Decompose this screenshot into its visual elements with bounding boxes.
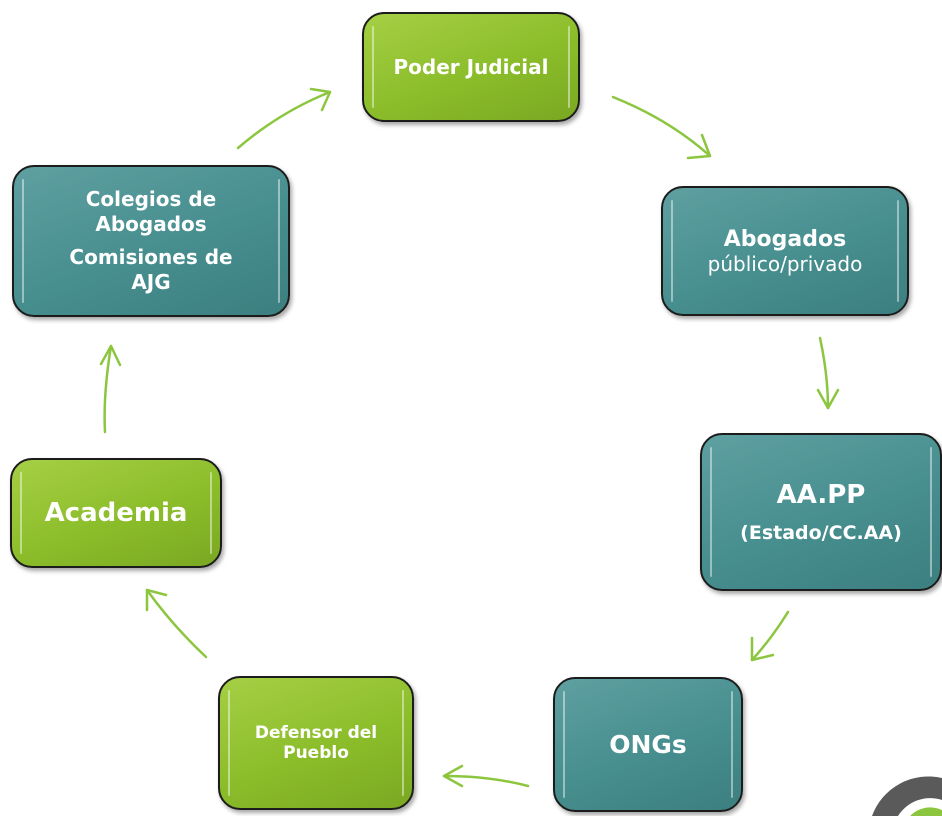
node-abogados-subtitle: público/privado <box>707 251 863 276</box>
node-defensor-line2: Pueblo <box>283 743 349 763</box>
node-aapp-title: AA.PP <box>776 480 866 510</box>
node-aapp-subtitle: (Estado/CC.AA) <box>740 522 902 544</box>
arrow-colegios-to-poder <box>236 87 332 150</box>
arrow-aapp-to-ongs <box>750 610 790 662</box>
arrow-academia-to-colegios <box>99 344 122 434</box>
arrow-abogados-to-aapp <box>816 336 840 410</box>
node-colegios-line2: Abogados <box>95 212 207 236</box>
node-academia: Academia <box>10 458 222 568</box>
node-poder-judicial: Poder Judicial <box>362 12 580 122</box>
node-abogados: Abogados público/privado <box>661 186 909 316</box>
node-academia-label: Academia <box>44 498 188 528</box>
node-abogados-title: Abogados <box>723 226 847 252</box>
node-ongs: ONGs <box>553 677 743 812</box>
node-poder-judicial-label: Poder Judicial <box>393 55 549 79</box>
node-colegios-de-abogados: Colegios de Abogados Comisiones de AJG <box>12 165 290 317</box>
arrow-ongs-to-defensor <box>442 764 530 788</box>
node-colegios-line1: Colegios de <box>85 187 217 211</box>
node-aapp: AA.PP (Estado/CC.AA) <box>700 433 942 591</box>
node-ongs-label: ONGs <box>609 730 687 759</box>
node-defensor-del-pueblo: Defensor del Pueblo <box>218 676 414 810</box>
node-colegios-line3: Comisiones de <box>69 245 233 269</box>
node-defensor-line1: Defensor del <box>254 723 378 743</box>
arrow-defensor-to-academia <box>145 588 208 659</box>
arrow-poder-to-abogados <box>611 95 712 160</box>
node-colegios-line4: AJG <box>131 270 171 294</box>
